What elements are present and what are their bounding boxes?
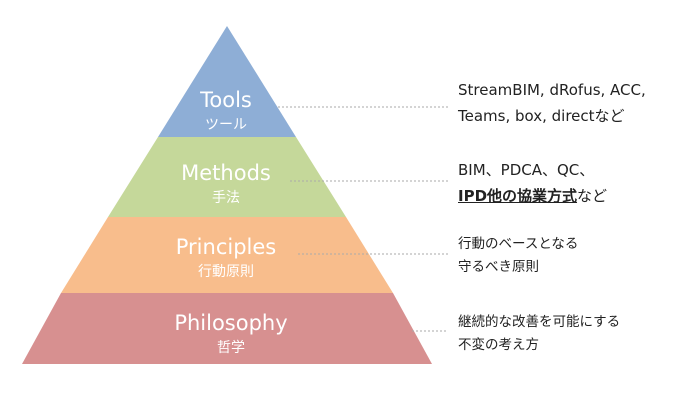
tools-subtitle: ツール (205, 117, 247, 133)
philosophy-note-line: 不変の考え方 (458, 337, 539, 353)
methods-note: BIM、PDCA、QC、 IPD他の協業方式など (458, 157, 607, 209)
layer-tools (158, 26, 296, 137)
principles-subtitle: 行動原則 (198, 264, 254, 280)
principles-title: Principles (176, 235, 276, 259)
tools-title: Tools (199, 88, 252, 112)
tools-note-line: StreamBIM, dRofus, ACC, (458, 81, 646, 99)
philosophy-subtitle: 哲学 (217, 340, 245, 356)
layer-methods (108, 137, 346, 217)
tools-note-line: Teams, box, directなど (458, 107, 625, 125)
tools-note: StreamBIM, dRofus, ACC, Teams, box, dire… (458, 77, 646, 129)
philosophy-note-line: 継続的な改善を可能にする (458, 314, 621, 330)
methods-note-line: IPD他の協業方式など (458, 183, 607, 209)
principles-note: 行動のベースとなる 守るべき原則 (458, 233, 578, 279)
philosophy-title: Philosophy (174, 311, 287, 335)
principles-note-line: 行動のベースとなる (458, 236, 579, 252)
layer-principles (61, 217, 393, 293)
principles-note-line: 守るべき原則 (458, 259, 539, 275)
methods-note-emphasis: IPD他の協業方式 (458, 187, 578, 205)
methods-note-suffix: など (577, 187, 608, 205)
methods-note-line: BIM、PDCA、QC、 (458, 161, 595, 179)
methods-subtitle: 手法 (212, 190, 240, 206)
methods-title: Methods (181, 161, 271, 185)
philosophy-note: 継続的な改善を可能にする 不変の考え方 (458, 311, 620, 357)
layer-philosophy (22, 293, 432, 364)
